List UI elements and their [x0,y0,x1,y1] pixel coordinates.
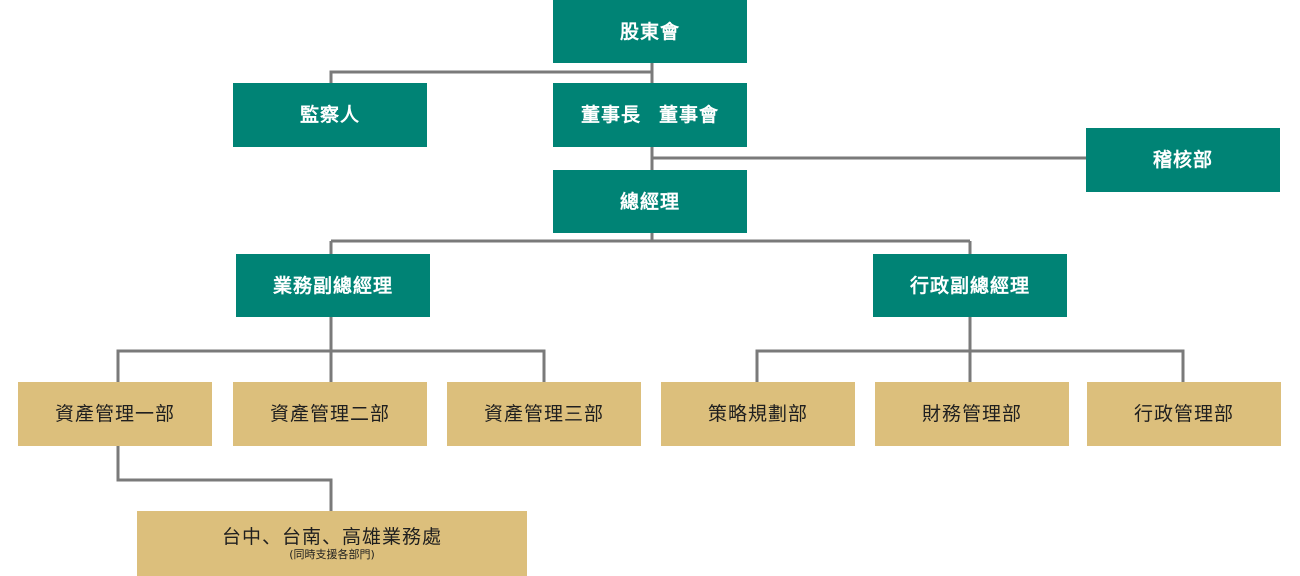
node-label: 資產管理三部 [483,403,604,425]
board-label: 董事會 [659,104,720,126]
node-general-manager: 總經理 [553,170,747,233]
node-label-row: 董事長董事會 [581,104,719,126]
node-regional-branches: 台中、台南、高雄業務處 (同時支援各部門) [137,511,527,576]
node-strategy-planning: 策略規劃部 [661,382,855,446]
node-supervisor: 監察人 [233,83,427,147]
node-asset-mgmt-2: 資產管理二部 [233,382,427,446]
node-label: 資產管理二部 [269,403,390,425]
node-admin-mgmt: 行政管理部 [1087,382,1281,446]
connector-shareholders-supervisor [329,70,652,83]
node-label: 監察人 [299,104,360,126]
node-asset-mgmt-1: 資產管理一部 [18,382,212,446]
node-shareholders-meeting: 股東會 [553,0,747,63]
node-chairman-board: 董事長董事會 [553,83,747,147]
node-label: 稽核部 [1152,149,1213,171]
node-finance-mgmt: 財務管理部 [875,382,1069,446]
connector-am1-branches [116,446,333,511]
node-label: 行政管理部 [1133,403,1234,425]
node-label: 股東會 [619,20,680,43]
node-label: 台中、台南、高雄業務處 [221,526,442,548]
node-label: 總經理 [619,190,680,213]
node-label: 策略規劃部 [707,403,808,425]
node-audit-department: 稽核部 [1086,128,1280,192]
node-note: (同時支援各部門) [289,548,375,561]
node-label: 資產管理一部 [54,403,175,425]
connector-business-vp-depts [116,317,546,382]
node-business-vp: 業務副總經理 [236,254,430,317]
node-admin-vp: 行政副總經理 [873,254,1067,317]
node-label: 行政副總經理 [909,274,1030,297]
connector-admin-vp-depts [755,317,1185,382]
chairman-label: 董事長 [580,104,641,126]
node-label: 財務管理部 [921,403,1022,425]
node-label: 業務副總經理 [272,274,393,297]
node-asset-mgmt-3: 資產管理三部 [447,382,641,446]
